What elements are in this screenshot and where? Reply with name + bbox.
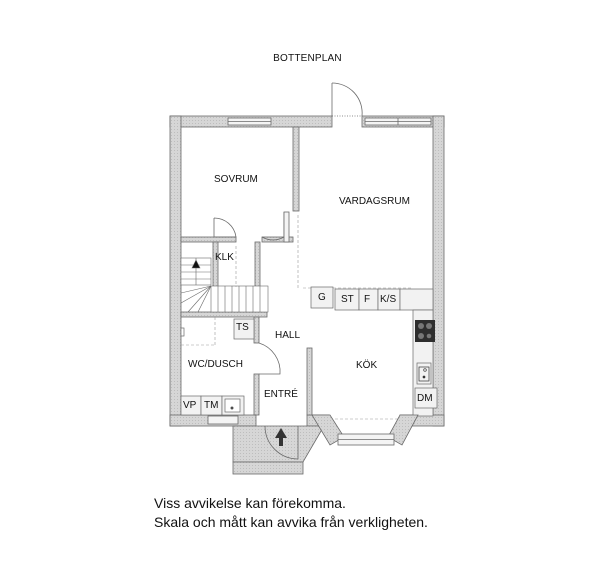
fixture-label-f: F: [364, 294, 371, 305]
stove-icon: [415, 320, 435, 342]
room-label-hall: HALL: [275, 330, 301, 341]
front-door: [264, 425, 299, 460]
entrance-arrow-icon: [275, 428, 287, 446]
fixture-label-ks: K/S: [380, 294, 397, 305]
interior-walls: [180, 126, 313, 416]
fixture-label-tm: TM: [204, 400, 219, 411]
plan-title: BOTTENPLAN: [273, 53, 342, 64]
staircase: [180, 257, 269, 313]
room-label-wc-dusch: WC/DUSCH: [188, 359, 243, 370]
room-label-entre: ENTRÉ: [264, 389, 298, 400]
room-label-kok: KÖK: [356, 360, 378, 371]
fixture-label-dm: DM: [417, 393, 433, 404]
wc-fixtures: [180, 318, 255, 416]
room-label-sovrum: SOVRUM: [214, 174, 258, 185]
fixture-label-ts: TS: [236, 322, 249, 333]
entrance-porch: [232, 425, 325, 475]
fixture-label-vp: VP: [183, 400, 197, 411]
fixture-label-g: G: [318, 292, 326, 303]
balcony-door: [331, 82, 363, 117]
windows: [207, 117, 432, 425]
up-arrow-icon: [191, 259, 201, 269]
wc-door: [258, 342, 281, 375]
washbasin-icon: [230, 406, 234, 410]
room-label-klk: KLK: [215, 252, 234, 263]
room-label-vardagsrum: VARDAGSRUM: [339, 196, 410, 207]
sovrum-doors: [213, 211, 290, 243]
sink-icon: [418, 366, 430, 382]
bay-window: [311, 414, 419, 446]
fixture-label-st: ST: [341, 294, 354, 305]
disclaimer-line-2: Skala och mått kan avvika från verklighe…: [154, 514, 428, 530]
disclaimer-line-1: Viss avvikelse kan förekomma.: [154, 495, 346, 511]
